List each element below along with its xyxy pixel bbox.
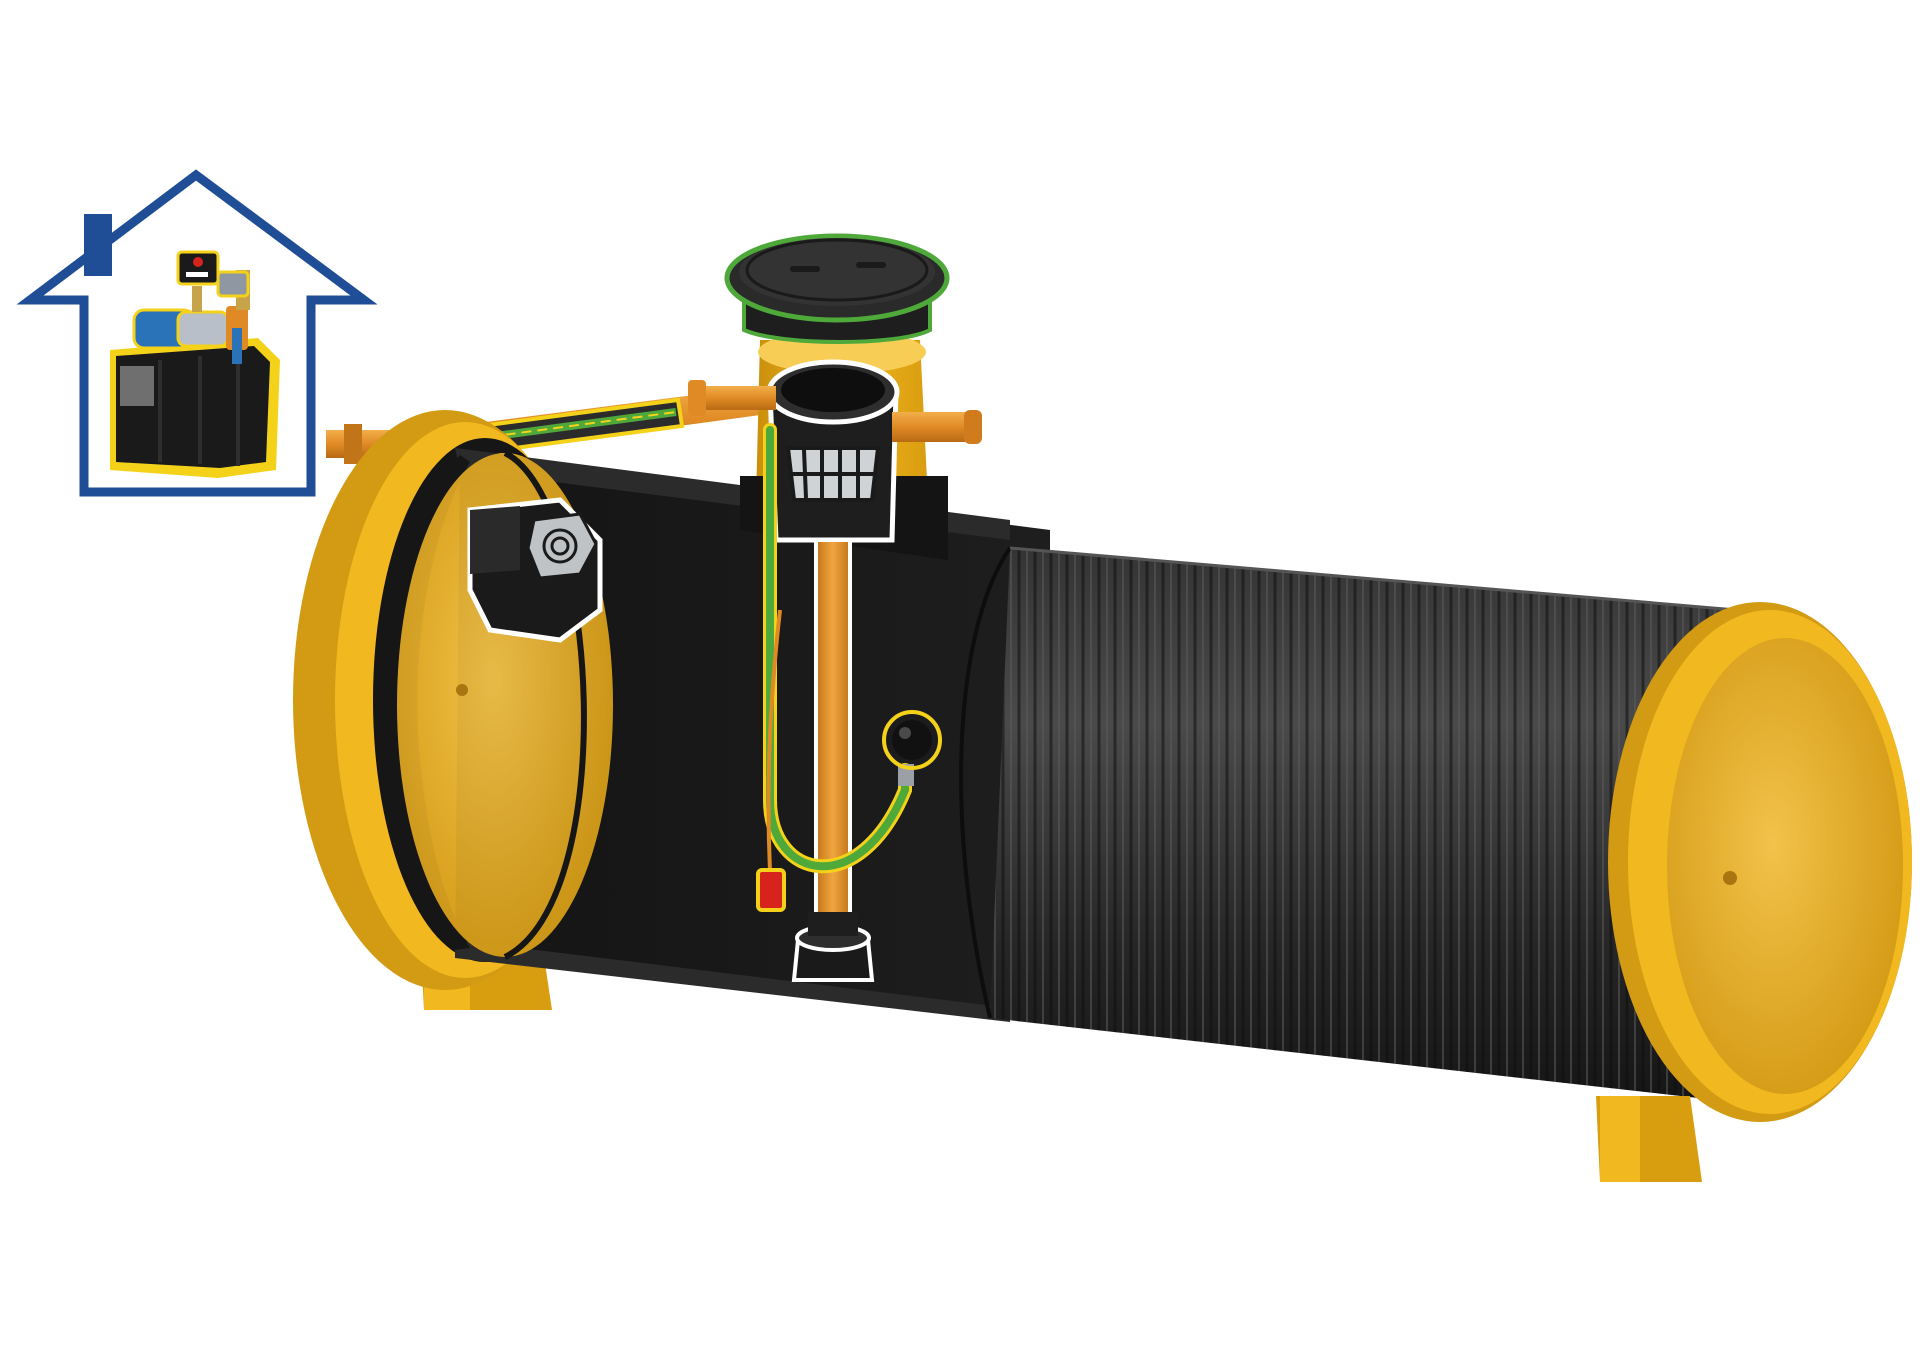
lid-icon — [745, 238, 929, 302]
pipe-coupling — [344, 424, 362, 464]
float-ball-icon — [882, 710, 942, 770]
tank-label-plate — [120, 366, 154, 406]
booster-pump-unit — [110, 250, 280, 478]
inlet-filter — [688, 330, 982, 560]
overflow-siphon — [791, 538, 875, 982]
house-outline — [16, 169, 378, 497]
header-tank — [110, 338, 280, 478]
supply-pipe — [326, 384, 782, 464]
float-switch-icon — [756, 868, 786, 912]
calmed-inlet — [467, 497, 603, 643]
tank-interior — [455, 455, 1050, 1015]
chimney — [84, 214, 112, 276]
manhole-cover — [724, 233, 950, 344]
floating-suction — [763, 423, 942, 874]
house-icon — [16, 169, 378, 497]
filter-basket-icon — [785, 446, 881, 502]
pump-controller — [176, 250, 220, 286]
level-float-switch — [756, 609, 786, 912]
pump-icon — [132, 250, 250, 364]
